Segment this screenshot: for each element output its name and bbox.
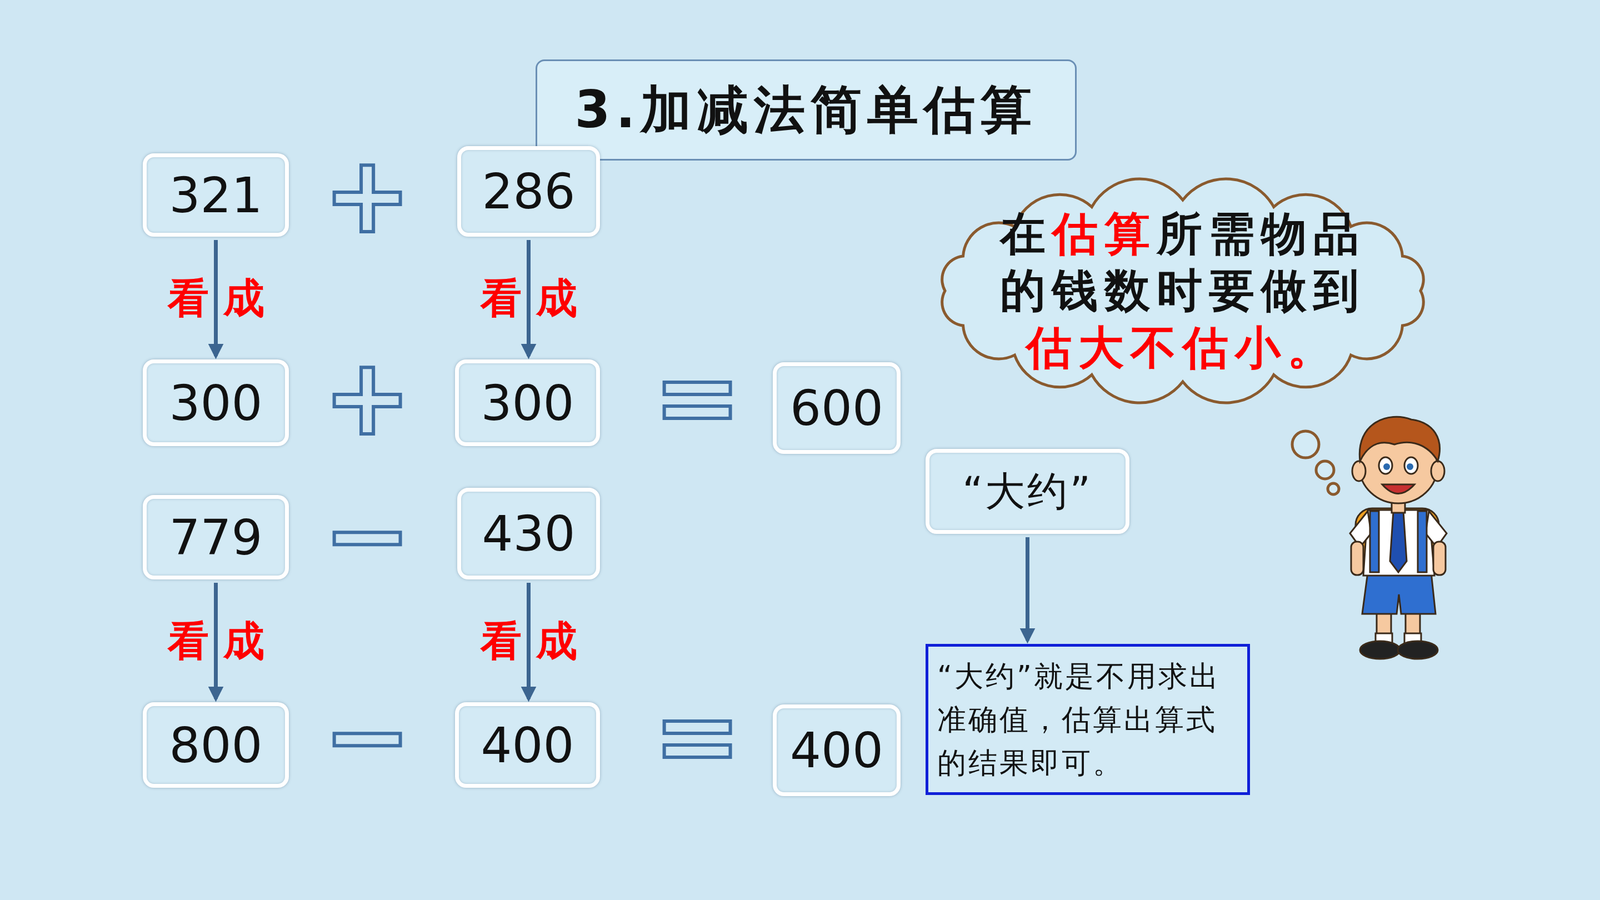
thought-cloud: 在估算所需物品的钱数时要做到估大不估小。 [918, 173, 1448, 409]
number-box: 400 [772, 704, 901, 797]
keyword-box: “大约” [925, 448, 1130, 534]
number: 286 [482, 162, 576, 220]
number: 400 [790, 721, 884, 779]
number-box: 779 [142, 495, 289, 580]
keyword: “大约” [962, 465, 1093, 519]
number: 300 [481, 374, 575, 432]
number: 321 [169, 166, 263, 224]
arrow [1025, 537, 1030, 641]
number-box: 300 [142, 359, 289, 447]
number: 300 [169, 374, 263, 432]
operator-sign: = [652, 345, 742, 451]
operator-sign: = [652, 683, 742, 790]
note-text: “大约”就是不用求出准确值，估算出算式的结果即可。 [937, 654, 1239, 785]
number-box: 430 [457, 487, 600, 580]
number-box: 400 [455, 702, 600, 788]
number-box: 800 [142, 702, 289, 788]
note-box: “大约”就是不用求出准确值，估算出算式的结果即可。 [925, 643, 1250, 795]
number: 600 [790, 379, 884, 437]
boy-figure [1350, 416, 1447, 659]
edge-label: 看成 [153, 618, 279, 664]
title: 3.加减法简单估算 [575, 75, 1038, 145]
number-box: 286 [457, 146, 600, 237]
thought-bubbles [1292, 431, 1339, 495]
number-box: 321 [142, 153, 289, 237]
number: 800 [169, 716, 263, 774]
number-box: 600 [772, 362, 901, 454]
edge-label: 看成 [466, 275, 592, 321]
number: 400 [481, 716, 575, 774]
title-box: 3.加减法简单估算 [535, 59, 1077, 161]
number-box: 300 [455, 359, 600, 447]
operator-sign: + [322, 345, 412, 451]
operator-sign: − [322, 683, 412, 790]
tip-text: 在估算所需物品的钱数时要做到估大不估小。 [991, 205, 1375, 377]
number: 430 [482, 505, 576, 563]
operator-sign: + [322, 142, 412, 249]
edge-label: 看成 [466, 618, 592, 664]
edge-label: 看成 [153, 275, 279, 321]
operator-sign: − [322, 482, 412, 589]
number: 779 [169, 508, 263, 567]
